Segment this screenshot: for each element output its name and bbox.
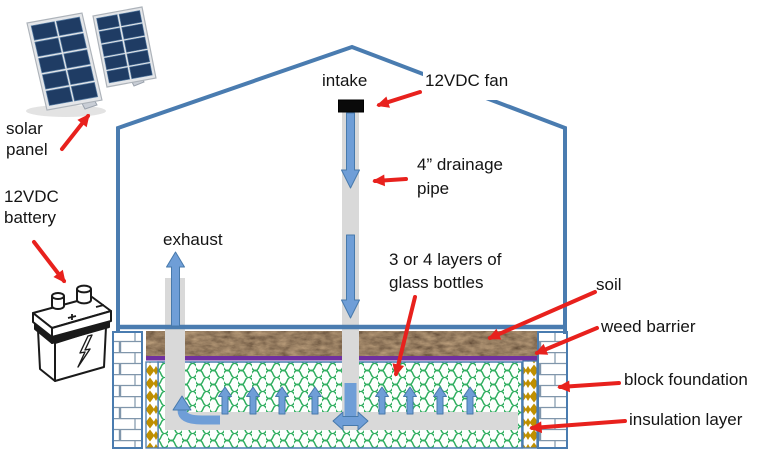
label-battery: 12VDC battery bbox=[4, 186, 59, 228]
label-battery-line1: 12VDC bbox=[4, 187, 59, 206]
soil-layer bbox=[146, 331, 537, 356]
arrow-to-insulation-layer bbox=[529, 419, 627, 434]
arrow-to-drainage-pipe bbox=[372, 174, 408, 187]
label-solar-panel-line2: panel bbox=[6, 140, 48, 159]
glass-bottle-layer bbox=[157, 361, 523, 449]
fan-icon bbox=[338, 99, 364, 113]
label-bottles-line2: glass bottles bbox=[389, 273, 484, 292]
label-exhaust: exhaust bbox=[163, 230, 223, 249]
label-drainage-pipe: 4” drainage pipe bbox=[417, 153, 503, 201]
label-soil: soil bbox=[596, 275, 622, 294]
arrow-to-soil bbox=[487, 290, 597, 340]
weed-barrier-layer bbox=[146, 356, 537, 361]
airflow-arrows bbox=[166, 112, 477, 431]
arrow-to-battery bbox=[32, 240, 66, 284]
insulation-layer-right bbox=[522, 360, 538, 449]
label-drainage-line2: pipe bbox=[417, 179, 450, 198]
label-drainage-line1: 4” drainage bbox=[417, 155, 504, 174]
label-insulation-layer: insulation layer bbox=[629, 410, 743, 429]
greenhouse-outline bbox=[116, 44, 567, 334]
red-pointer-arrows bbox=[32, 90, 627, 434]
splitter-double-arrow bbox=[332, 411, 369, 431]
arrow-to-block-foundation bbox=[557, 380, 621, 393]
label-battery-line2: battery bbox=[4, 208, 56, 227]
airflow-down-arrow-2 bbox=[341, 234, 360, 319]
insulation-layer-left bbox=[145, 361, 159, 449]
block-foundation-left bbox=[112, 331, 143, 449]
label-weed-barrier: weed barrier bbox=[601, 317, 696, 336]
label-block-foundation: block foundation bbox=[624, 370, 748, 389]
label-solar-panel-line1: solar bbox=[6, 119, 43, 138]
arrow-to-weed-barrier bbox=[534, 326, 599, 355]
airflow-down-arrow-1 bbox=[341, 112, 360, 189]
arrow-to-fan bbox=[376, 90, 422, 108]
label-intake: intake bbox=[322, 71, 368, 90]
splitter-shaft bbox=[344, 383, 357, 416]
arrow-to-solar-panel bbox=[60, 113, 90, 151]
elbow-up-arrowhead bbox=[172, 395, 192, 411]
label-solar-panel: solar panel bbox=[6, 118, 48, 160]
solar-panel-icon bbox=[26, 6, 157, 117]
label-glass-bottles: 3 or 4 layers of glass bottles bbox=[389, 248, 501, 294]
label-bottles-line1: 3 or 4 layers of bbox=[389, 250, 502, 269]
arrow-to-glass-bottles bbox=[392, 295, 417, 377]
battery-icon bbox=[32, 284, 112, 382]
exhaust-up-arrow bbox=[166, 251, 185, 327]
label-fan: 12VDC fan bbox=[423, 69, 513, 100]
